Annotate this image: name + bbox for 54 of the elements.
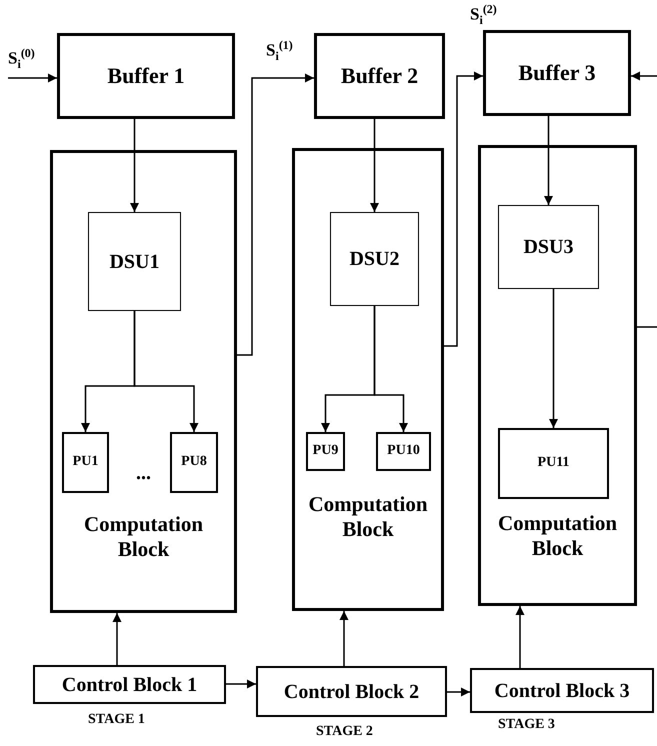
computation-block bbox=[478, 145, 637, 606]
arrow bbox=[549, 289, 558, 428]
box-label: DSU2 bbox=[349, 247, 400, 271]
arrow bbox=[544, 116, 553, 205]
box-label: DSU1 bbox=[109, 250, 160, 274]
pu-box bbox=[306, 432, 345, 471]
control-block-box bbox=[33, 665, 226, 704]
dsu-box bbox=[88, 212, 181, 311]
box-label: PU10 bbox=[387, 443, 420, 460]
pu-box bbox=[498, 428, 609, 499]
computation-block bbox=[292, 148, 444, 611]
arrow bbox=[374, 306, 408, 432]
buffer-box bbox=[57, 33, 235, 119]
buffer-box bbox=[483, 30, 631, 116]
computation-block bbox=[50, 150, 237, 613]
box-label: PU11 bbox=[538, 455, 570, 472]
arrow bbox=[130, 119, 139, 212]
box-label: Buffer 2 bbox=[340, 62, 418, 90]
dsu-box bbox=[498, 205, 599, 289]
control-block-box bbox=[256, 666, 447, 717]
stage-label: STAGE 1 bbox=[88, 712, 145, 728]
box-label: Buffer 1 bbox=[107, 62, 185, 90]
box-label: Buffer 3 bbox=[518, 60, 596, 86]
pu-box bbox=[170, 432, 218, 493]
arrow bbox=[370, 119, 379, 212]
box-label: Control Block 3 bbox=[494, 678, 630, 702]
box-label: PU8 bbox=[181, 454, 207, 471]
arrow bbox=[444, 72, 483, 347]
block-title: Computation Block bbox=[82, 512, 204, 562]
box-label: PU1 bbox=[72, 454, 98, 471]
box-label: Control Block 1 bbox=[62, 672, 198, 696]
box-label: DSU3 bbox=[523, 235, 574, 259]
arrow bbox=[340, 611, 348, 666]
ellipsis-label: ... bbox=[136, 462, 151, 485]
arrow bbox=[631, 72, 657, 80]
block-title: Computation Block bbox=[496, 510, 618, 561]
block-title: Computation Block bbox=[307, 492, 429, 542]
arrow bbox=[447, 688, 470, 696]
connector-line bbox=[637, 326, 657, 328]
stage-label: STAGE 2 bbox=[316, 724, 373, 740]
arrow bbox=[134, 311, 198, 432]
stage-label: STAGE 3 bbox=[498, 717, 555, 733]
control-block-box bbox=[470, 668, 654, 713]
dsu-box bbox=[330, 212, 419, 306]
arrow bbox=[112, 613, 122, 665]
box-label: PU9 bbox=[312, 443, 338, 460]
arrow bbox=[226, 680, 256, 688]
arrow bbox=[8, 74, 57, 82]
box-label: Control Block 2 bbox=[284, 680, 420, 704]
pu-box bbox=[62, 432, 109, 493]
buffer-box bbox=[314, 33, 445, 119]
pu-box bbox=[376, 432, 431, 471]
arrow bbox=[237, 74, 314, 356]
arrow bbox=[516, 606, 524, 668]
